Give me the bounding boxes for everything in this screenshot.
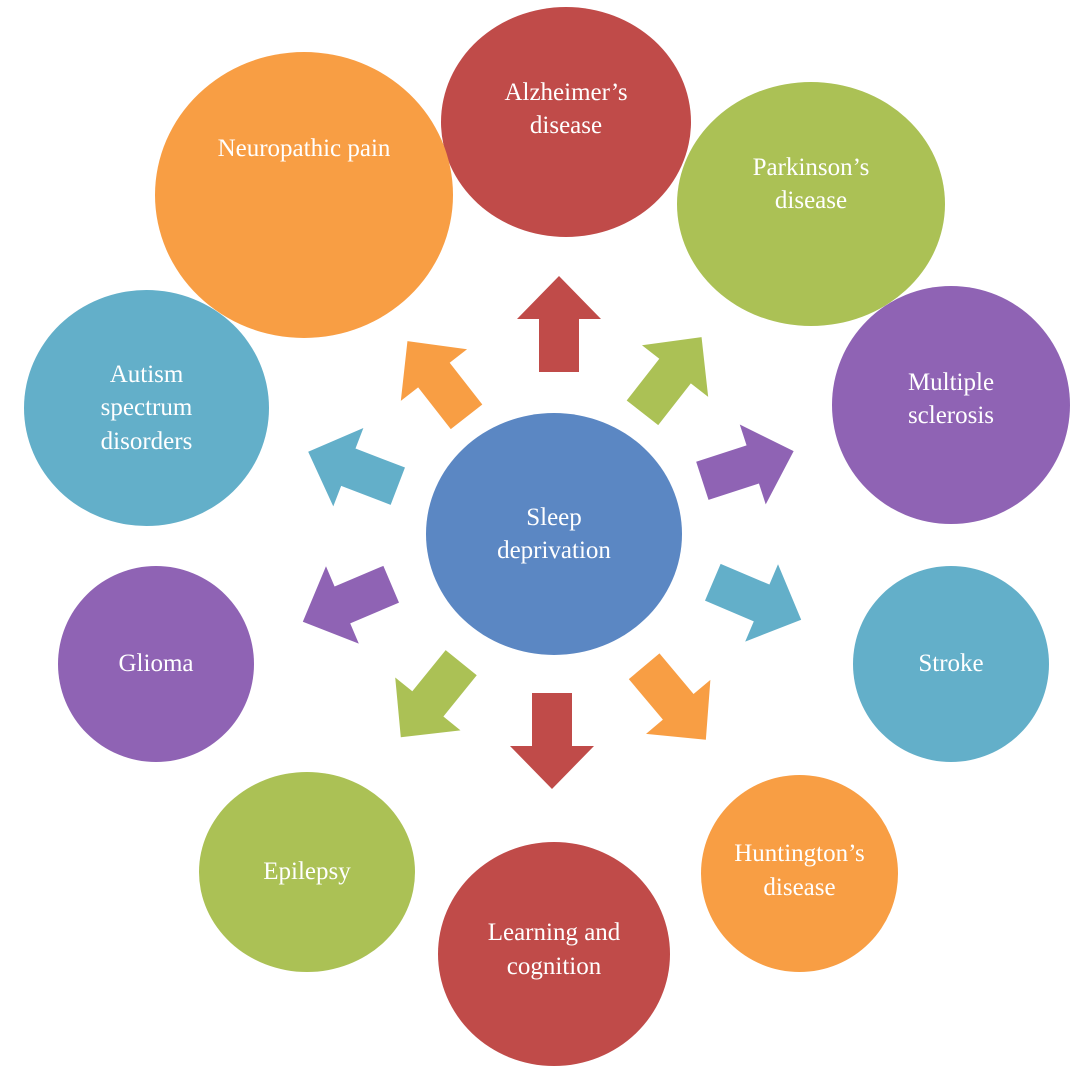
arrow-to-neuropathic-pain (400, 341, 483, 430)
node-neuropathic-pain: Neuropathic pain (155, 52, 453, 338)
arrow-to-alzheimers (517, 276, 601, 372)
node-epilepsy: Epilepsy (199, 772, 415, 972)
arrow-to-epilepsy (395, 650, 477, 738)
arrow-to-learning-cognition (510, 693, 594, 789)
arrow-to-glioma (302, 565, 399, 644)
arrow-to-huntingtons (628, 653, 711, 740)
arrow-to-multiple-sclerosis (696, 424, 794, 505)
node-stroke: Stroke (853, 566, 1049, 762)
arrow-to-parkinsons (626, 337, 709, 426)
arrow-to-stroke (705, 563, 802, 642)
node-glioma: Glioma (58, 566, 254, 762)
arrow-to-autism (308, 427, 405, 507)
